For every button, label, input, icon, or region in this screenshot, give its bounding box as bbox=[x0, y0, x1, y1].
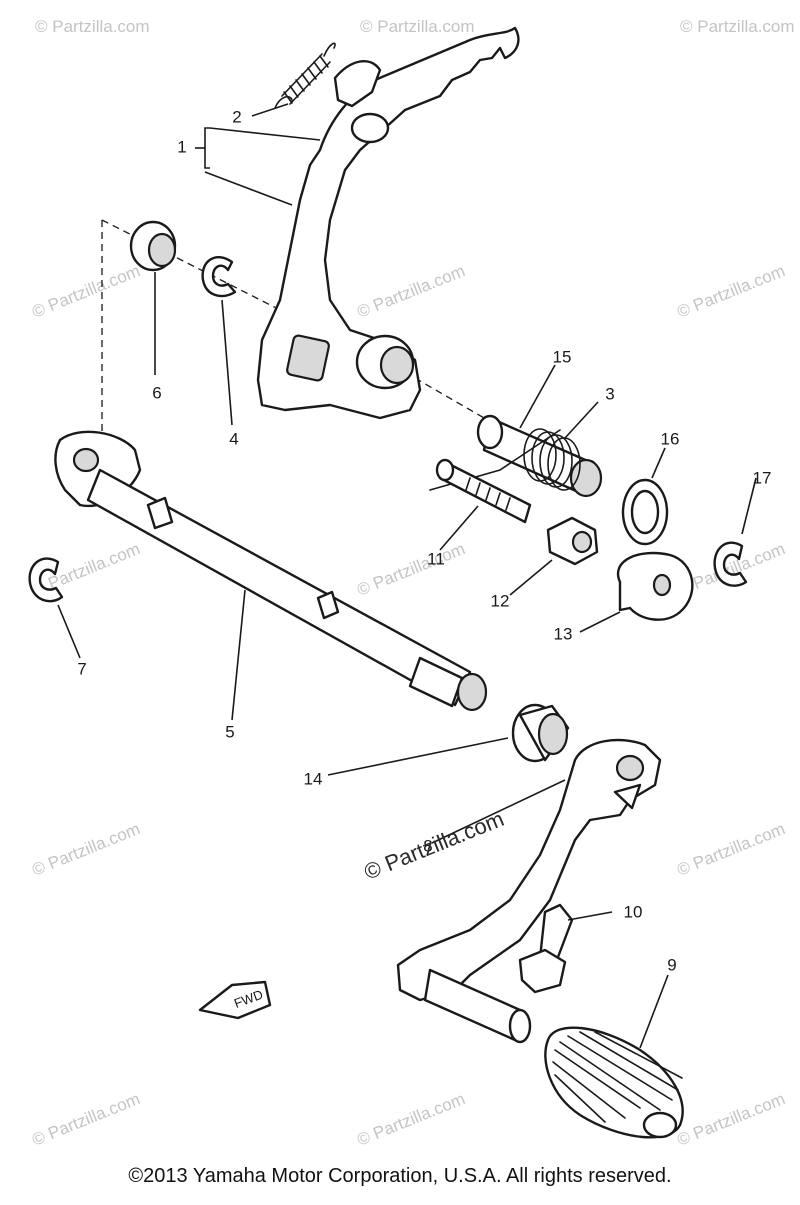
watermark: © Partzilla.com bbox=[29, 819, 142, 880]
callout-8: 8 bbox=[423, 836, 432, 855]
leader-lines bbox=[57, 103, 757, 1049]
pin-and-spring bbox=[429, 414, 603, 498]
callout-17: 17 bbox=[753, 468, 772, 487]
fwd-arrow-icon: FWD bbox=[198, 980, 272, 1020]
stopper-plate bbox=[616, 551, 694, 621]
watermark: © Partzilla.com bbox=[354, 261, 467, 322]
callout-9: 9 bbox=[667, 955, 676, 974]
callout-11: 11 bbox=[427, 549, 445, 568]
watermark: © Partzilla.com bbox=[354, 1089, 467, 1150]
return-spring bbox=[274, 42, 336, 109]
callout-3: 3 bbox=[605, 384, 614, 403]
watermark: © Partzilla.com bbox=[674, 819, 787, 880]
callout-4: 4 bbox=[229, 429, 238, 448]
stud-bolt bbox=[435, 458, 532, 524]
shift-pedal bbox=[396, 738, 662, 1044]
callout-16: 16 bbox=[661, 429, 680, 448]
callout-10: 10 bbox=[624, 902, 643, 921]
callout-15: 15 bbox=[553, 347, 572, 366]
watermark: © Partzilla.com bbox=[29, 1089, 142, 1150]
collar-lower bbox=[511, 703, 570, 763]
circlip-lower bbox=[28, 557, 64, 603]
collar bbox=[129, 220, 177, 272]
callout-14: 14 bbox=[304, 769, 323, 788]
pedal-rubber bbox=[544, 1026, 684, 1139]
callout-13: 13 bbox=[554, 624, 573, 643]
watermark: © Partzilla.com bbox=[674, 261, 787, 322]
shift-arm bbox=[256, 26, 520, 420]
copyright-notice: ©2013 Yamaha Motor Corporation, U.S.A. A… bbox=[128, 1165, 671, 1187]
pedal-bolt bbox=[518, 903, 574, 994]
callout-7: 7 bbox=[77, 659, 86, 678]
center-watermark: © Partzilla.com bbox=[361, 806, 508, 885]
callout-1: 1 bbox=[177, 137, 186, 156]
callout-labels: 1 2 3 4 5 6 7 8 9 10 11 12 13 14 15 16 1… bbox=[77, 107, 771, 974]
callout-2: 2 bbox=[232, 107, 241, 126]
callout-6: 6 bbox=[152, 383, 161, 402]
callout-12: 12 bbox=[491, 591, 510, 610]
circlip-upper bbox=[201, 256, 237, 298]
washer bbox=[621, 478, 669, 546]
circlip-right bbox=[713, 541, 748, 587]
hex-nut bbox=[546, 516, 599, 566]
watermark: © Partzilla.com bbox=[354, 539, 467, 600]
watermark: © Partzilla.com bbox=[680, 17, 795, 36]
shift-shaft bbox=[54, 430, 488, 712]
watermark: © Partzilla.com bbox=[35, 17, 150, 36]
watermark: © Partzilla.com bbox=[674, 1089, 787, 1150]
watermark: © Partzilla.com bbox=[360, 17, 475, 36]
watermark: © Partzilla.com bbox=[29, 261, 142, 322]
callout-5: 5 bbox=[225, 722, 234, 741]
